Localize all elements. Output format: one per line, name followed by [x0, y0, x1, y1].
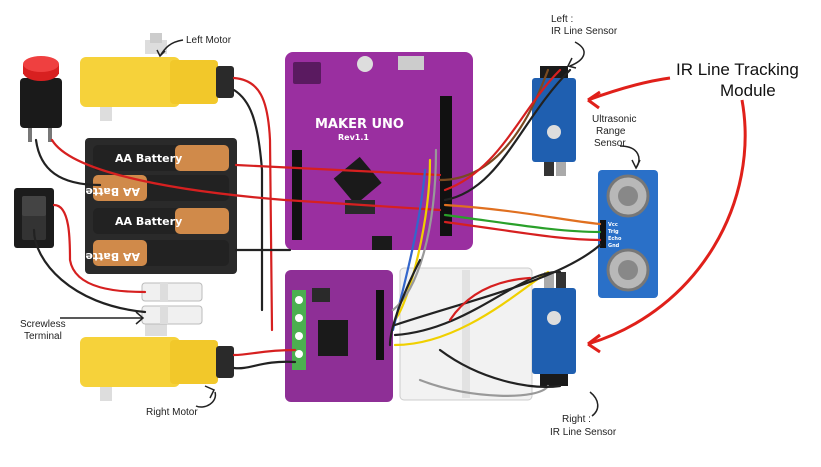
right-sensor-label-1: Right :	[562, 414, 591, 425]
battery-holder: AA Battery AA Battery AA Battery AA Batt…	[73, 138, 237, 274]
power-switch	[14, 188, 54, 248]
pin-trig: Trig	[608, 229, 619, 235]
battery-label: AA Battery	[115, 215, 182, 228]
module-callout-arrows	[587, 76, 747, 354]
ultrasonic-label-2: Range	[596, 126, 626, 137]
left-ir-sensor	[532, 66, 576, 176]
board-name: MAKER UNO	[315, 117, 404, 132]
battery-4: AA Battery	[73, 240, 229, 266]
battery-label: AA Battery	[73, 250, 140, 263]
pin-gnd: Gnd	[608, 243, 620, 249]
right-ir-sensor	[532, 272, 576, 386]
battery-1: AA Battery	[93, 145, 229, 171]
right-motor-label: Right Motor	[146, 407, 198, 418]
battery-label: AA Battery	[115, 152, 182, 165]
ultrasonic-label-3: Sensor	[594, 138, 626, 149]
motor-driver-board	[285, 270, 393, 402]
module-label-2: Module	[720, 81, 776, 100]
wires	[32, 68, 602, 397]
right-motor	[80, 314, 234, 401]
ultrasonic-label-1: Ultrasonic	[592, 114, 636, 125]
left-motor-label: Left Motor	[186, 35, 232, 46]
board-revision: Rev1.1	[338, 133, 369, 142]
screwless-label-1: Screwless	[20, 319, 66, 330]
battery-2: AA Battery	[73, 175, 229, 201]
battery-3: AA Battery	[93, 208, 229, 234]
push-button	[20, 56, 62, 142]
pin-echo: Echo	[608, 236, 622, 242]
ultrasonic-sensor: Vcc Trig Echo Gnd	[598, 170, 658, 298]
maker-uno-board: MAKER UNO Rev1.1	[285, 52, 473, 250]
right-sensor-label-2: IR Line Sensor	[550, 427, 617, 438]
module-label-1: IR Line Tracking	[676, 60, 799, 79]
pin-vcc: Vcc	[608, 222, 618, 228]
left-sensor-label-1: Left :	[551, 14, 573, 25]
screwless-label-2: Terminal	[24, 331, 62, 342]
left-sensor-label-2: IR Line Sensor	[551, 26, 618, 37]
battery-label: AA Battery	[73, 185, 140, 198]
screwless-terminal	[141, 282, 203, 325]
left-motor	[80, 33, 234, 121]
annotation-arrows	[60, 39, 641, 417]
